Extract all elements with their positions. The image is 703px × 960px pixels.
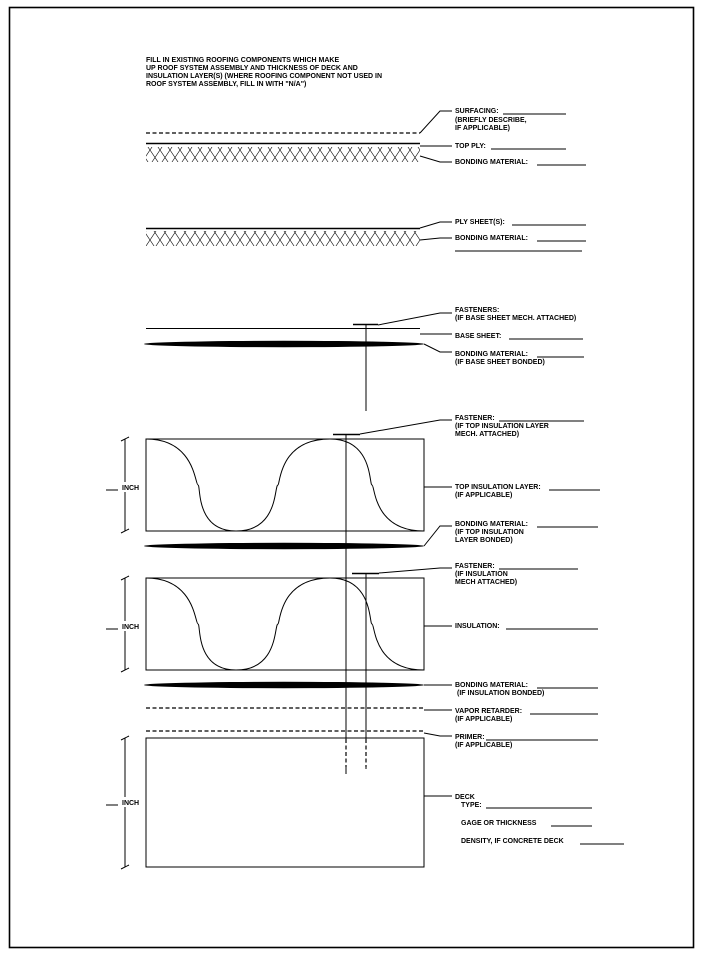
base-sheet-layer [144, 312, 452, 411]
surfacing-note-1: (BRIEFLY DESCRIBE, [455, 117, 527, 124]
page-border [8, 6, 695, 949]
inch-label-top-insulation: INCH [122, 485, 139, 492]
fastener-top-ins-label: FASTENER: [455, 415, 495, 422]
base-sheet-label: BASE SHEET: [455, 333, 501, 340]
instructions-line-4: ROOF SYSTEM ASSEMBLY, FILL IN WITH "N/A"… [146, 81, 306, 88]
inch-label-insulation: INCH [122, 624, 139, 631]
density-label: DENSITY, IF CONCRETE DECK [461, 838, 564, 845]
fastener-ins-note-1: (IF INSULATION [455, 571, 508, 578]
insulation-label: INSULATION: [455, 623, 500, 630]
bonding-ins-note: (IF INSULATION BONDED) [457, 690, 544, 697]
fastener-ins-label: FASTENER: [455, 563, 495, 570]
inch-label-deck: INCH [122, 800, 139, 807]
bonding-top-ins-note-1: (IF TOP INSULATION [455, 529, 524, 536]
inch-dimension-deck: INCH [106, 735, 144, 870]
fasteners-base-label: FASTENERS: [455, 307, 499, 314]
bonding-base-label: BONDING MATERIAL: [455, 351, 528, 358]
bonding-base-note: (IF BASE SHEET BONDED) [455, 359, 545, 366]
fastener-top-ins-note-2: MECH. ATTACHED) [455, 431, 519, 438]
surfacing-note-2: IF APPLICABLE) [455, 125, 510, 132]
primer-note: (IF APPLICABLE) [455, 742, 512, 749]
vapor-retarder-note: (IF APPLICABLE) [455, 716, 512, 723]
bonding-material-1-label: BONDING MATERIAL: [455, 159, 528, 166]
top-ins-layer-note: (IF APPLICABLE) [455, 492, 512, 499]
top-ins-layer-label: TOP INSULATION LAYER: [455, 484, 541, 491]
top-insulation-layer [144, 419, 452, 774]
ply-sheet-layer [146, 221, 452, 246]
instructions-line-3: INSULATION LAYER(S) (WHERE ROOFING COMPO… [146, 73, 382, 80]
bonding-top-ins-label: BONDING MATERIAL: [455, 521, 528, 528]
bonding-material-2-label: BONDING MATERIAL: [455, 235, 528, 242]
top-ply-label: TOP PLY: [455, 143, 486, 150]
inch-dimension-top-insulation: INCH [106, 436, 144, 534]
ply-sheets-label: PLY SHEET(S): [455, 219, 505, 226]
deck-type-label: TYPE: [461, 802, 482, 809]
surfacing-layer [146, 110, 452, 163]
vapor-retarder-label: VAPOR RETARDER: [455, 708, 522, 715]
bonding-ins-label: BONDING MATERIAL: [455, 682, 528, 689]
primer-label: PRIMER: [455, 734, 485, 741]
instructions-line-1: FILL IN EXISTING ROOFING COMPONENTS WHIC… [146, 57, 339, 64]
inch-dimension-insulation: INCH [106, 575, 144, 673]
insulation-layer [144, 567, 452, 769]
instructions-line-2: UP ROOF SYSTEM ASSEMBLY AND THICKNESS OF… [146, 65, 358, 72]
fastener-top-ins-note-1: (IF TOP INSULATION LAYER [455, 423, 549, 430]
surfacing-label: SURFACING: [455, 108, 499, 115]
deck-layer [145, 737, 452, 868]
instructions-block: FILL IN EXISTING ROOFING COMPONENTS WHIC… [146, 57, 382, 88]
bonding-top-ins-note-2: LAYER BONDED) [455, 537, 513, 544]
deck-label: DECK [455, 794, 475, 801]
gage-label: GAGE OR THICKNESS [461, 820, 537, 827]
fasteners-base-note: (IF BASE SHEET MECH. ATTACHED) [455, 315, 576, 322]
fastener-ins-note-2: MECH ATTACHED) [455, 579, 517, 586]
